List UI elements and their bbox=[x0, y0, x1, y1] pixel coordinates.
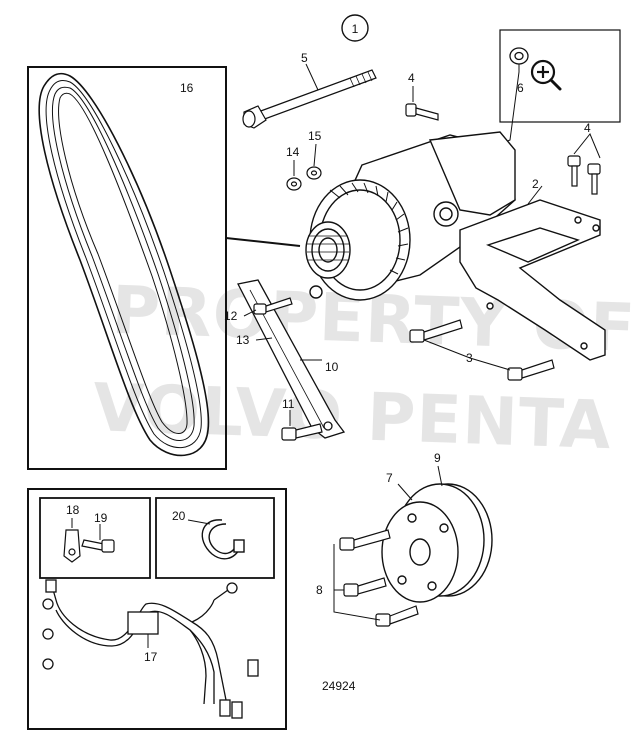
callout-2: 2 bbox=[532, 177, 539, 191]
belt-box-leader bbox=[225, 237, 301, 247]
callout-14: 14 bbox=[286, 145, 300, 159]
washer-15 bbox=[306, 143, 322, 180]
bolt-4-top bbox=[405, 86, 439, 121]
callout-15: 15 bbox=[308, 129, 322, 143]
mounting-bracket bbox=[459, 185, 606, 361]
callout-3: 3 bbox=[466, 351, 473, 365]
washer-14 bbox=[286, 160, 302, 191]
bolt-11 bbox=[281, 410, 323, 441]
bolt-4-right-b bbox=[587, 163, 601, 195]
harness-detail-box bbox=[27, 488, 287, 730]
callout-17: 17 bbox=[144, 650, 158, 664]
callout-16: 16 bbox=[180, 81, 194, 95]
callout-7: 7 bbox=[386, 471, 393, 485]
magnifier-plus-icon[interactable] bbox=[530, 59, 562, 91]
bolt-3-lower bbox=[507, 359, 555, 381]
callout-4-right: 4 bbox=[584, 121, 591, 135]
bolt-3-upper bbox=[409, 319, 463, 343]
long-bolt-5 bbox=[242, 63, 377, 129]
clip-18 bbox=[63, 518, 81, 563]
callout-6: 6 bbox=[517, 81, 524, 95]
bolt-4-right-a bbox=[567, 155, 581, 187]
group-number-badge: 1 bbox=[341, 14, 369, 42]
wiring-harness-17 bbox=[42, 579, 259, 719]
flange-nut bbox=[509, 47, 529, 65]
callout-9: 9 bbox=[434, 451, 441, 465]
callout-20: 20 bbox=[172, 509, 186, 523]
watermark-line-2: VOLVO PENTA bbox=[92, 369, 613, 464]
group-number: 1 bbox=[352, 22, 359, 36]
adjusting-link bbox=[237, 279, 346, 439]
callout-18: 18 bbox=[66, 503, 80, 517]
belt-detail-box: 16 bbox=[27, 66, 301, 470]
callout-4-top: 4 bbox=[408, 71, 415, 85]
callout-12: 12 bbox=[224, 309, 238, 323]
callout-13: 13 bbox=[236, 333, 250, 347]
alternator bbox=[305, 131, 516, 301]
callout-11: 11 bbox=[282, 397, 295, 411]
serpentine-belt bbox=[38, 72, 210, 457]
screw-19 bbox=[81, 524, 115, 553]
callout-19: 19 bbox=[94, 511, 108, 525]
callout-8: 8 bbox=[316, 583, 323, 597]
figure-number: 24924 bbox=[322, 679, 356, 693]
adjuster-screw bbox=[243, 297, 293, 317]
cable-tie-20 bbox=[187, 519, 245, 560]
callout-10: 10 bbox=[325, 360, 339, 374]
pulley-bolts bbox=[339, 529, 419, 627]
callout-5: 5 bbox=[301, 51, 308, 65]
crank-pulley bbox=[381, 465, 493, 603]
